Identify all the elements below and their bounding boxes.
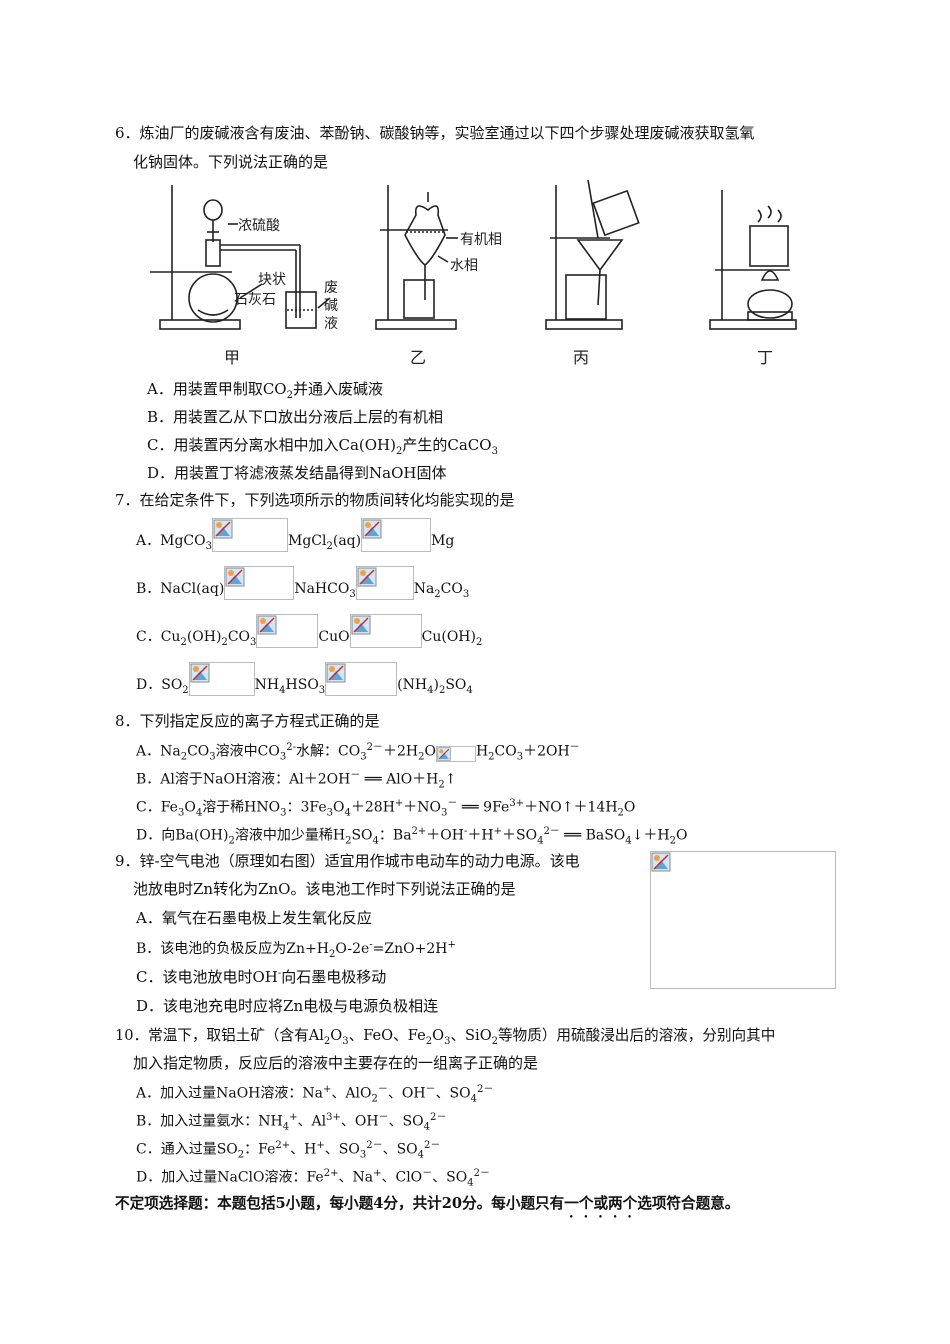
q6-stem-line2: 化钠固体。下列说法正确的是: [133, 153, 329, 171]
q9-stem-line1: 9．锌-空气电池（原理如右图）适宜用作城市电动车的动力电源。该电: [115, 852, 580, 870]
caption-jia: 甲: [224, 348, 241, 367]
q6-option-d: D．用装置丁将滤液蒸发结晶得到NaOH固体: [147, 464, 447, 482]
q6-option-b: B．用装置乙从下口放出分液后上层的有机相: [147, 408, 444, 426]
apparatus-bing: [545, 180, 640, 330]
caption-bing: 丙: [573, 348, 590, 367]
q8-option-b: B．Al溶于NaOH溶液：Al＋2OH－ ══ AlO＋H2↑: [136, 770, 457, 791]
q10-stem-line1: 10．常温下，取铝土矿（含有Al2O3、FeO、Fe2O3、SiO2等物质）用硫…: [115, 1027, 776, 1047]
caption-yi: 乙: [410, 348, 427, 367]
label-lump: 块状: [258, 272, 286, 288]
q6-stem-line1: 6．炼油厂的废碱液含有废油、苯酚钠、碳酸钠等，实验室通过以下四个步骤处理废碱液获…: [115, 124, 755, 142]
q9-option-d: D．该电池充电时应将Zn电极与电源负极相连: [136, 997, 439, 1015]
q7-stem: 7．在给定条件下，下列选项所示的物质间转化均能实现的是: [115, 491, 515, 509]
missing-image-icon: [361, 518, 432, 552]
missing-image-icon: [224, 566, 295, 600]
q9-option-b: B．该电池的负极反应为Zn+H2O-2e-=ZnO+2H+: [136, 939, 456, 960]
q10-option-d: D．加入过量NaClO溶液：Fe2+、Na+、ClO－、SO42－: [136, 1168, 490, 1189]
q6-apparatus-figure: 浓硫酸 块状 石灰石 废 碱 液 有机相 水相: [150, 180, 797, 332]
missing-image-icon: [349, 614, 422, 648]
q10-option-a: A．加入过量NaOH溶液：Na+、AlO2－、OH－、SO42－: [136, 1084, 494, 1105]
q8-option-d: D．向Ba(OH)2溶液中加少量稀H2SO4：Ba2+＋OH-＋H+＋SO42－…: [136, 826, 688, 847]
apparatus-ding: [709, 190, 797, 330]
q10-option-b: B．加入过量氨水：NH4+、Al3+、OH－、SO42－: [136, 1112, 447, 1133]
label-waste-2: 碱: [324, 298, 338, 314]
section-heading-multiple-choice: 不定项选择题：本题包括5小题，每小题4分，共计20分。每小题只有一个或两个选项符…: [115, 1195, 740, 1212]
apparatus-jia: [150, 185, 331, 330]
q6-option-a: A．用装置甲制取CO2并通入废碱液: [147, 380, 383, 401]
q8-stem: 8．下列指定反应的离子方程式正确的是: [115, 712, 380, 730]
q10-stem-line2: 加入指定物质，反应后的溶液中主要存在的一组离子正确的是: [133, 1054, 539, 1072]
label-concentrated-sulfuric-acid: 浓硫酸: [238, 218, 280, 234]
q6-option-c: C．用装置丙分离水相中加入Ca(OH)2产生的CaCO3: [147, 436, 498, 457]
q8-option-c: C．Fe3O4溶于稀HNO3：3Fe3O4＋28H+＋NO3－ ══ 9Fe3+…: [136, 798, 636, 819]
label-waste-1: 废: [324, 280, 338, 296]
label-water-phase: 水相: [450, 258, 478, 274]
q9-option-a: A．氧气在石墨电极上发生氧化反应: [136, 909, 372, 927]
missing-image-icon: [355, 566, 414, 600]
missing-image-icon: [211, 518, 288, 552]
missing-image-icon: [256, 614, 319, 648]
missing-image-icon: [325, 662, 398, 696]
q9-battery-image-placeholder: [650, 851, 836, 989]
label-organic-phase: 有机相: [460, 232, 502, 248]
missing-image-icon: [188, 662, 255, 696]
q9-stem-line2: 池放电时Zn转化为ZnO。该电池工作时下列说法正确的是: [133, 880, 516, 898]
missing-image-icon: [435, 746, 476, 763]
label-limestone: 石灰石: [234, 292, 276, 308]
label-waste-3: 液: [324, 316, 338, 332]
q9-option-c: C．该电池放电时OH-向石墨电极移动: [136, 968, 387, 986]
q10-option-c: C．通入过量SO2：Fe2+、H+、SO32－、SO42－: [136, 1140, 441, 1161]
caption-ding: 丁: [757, 348, 774, 367]
apparatus-yi: [375, 185, 458, 330]
